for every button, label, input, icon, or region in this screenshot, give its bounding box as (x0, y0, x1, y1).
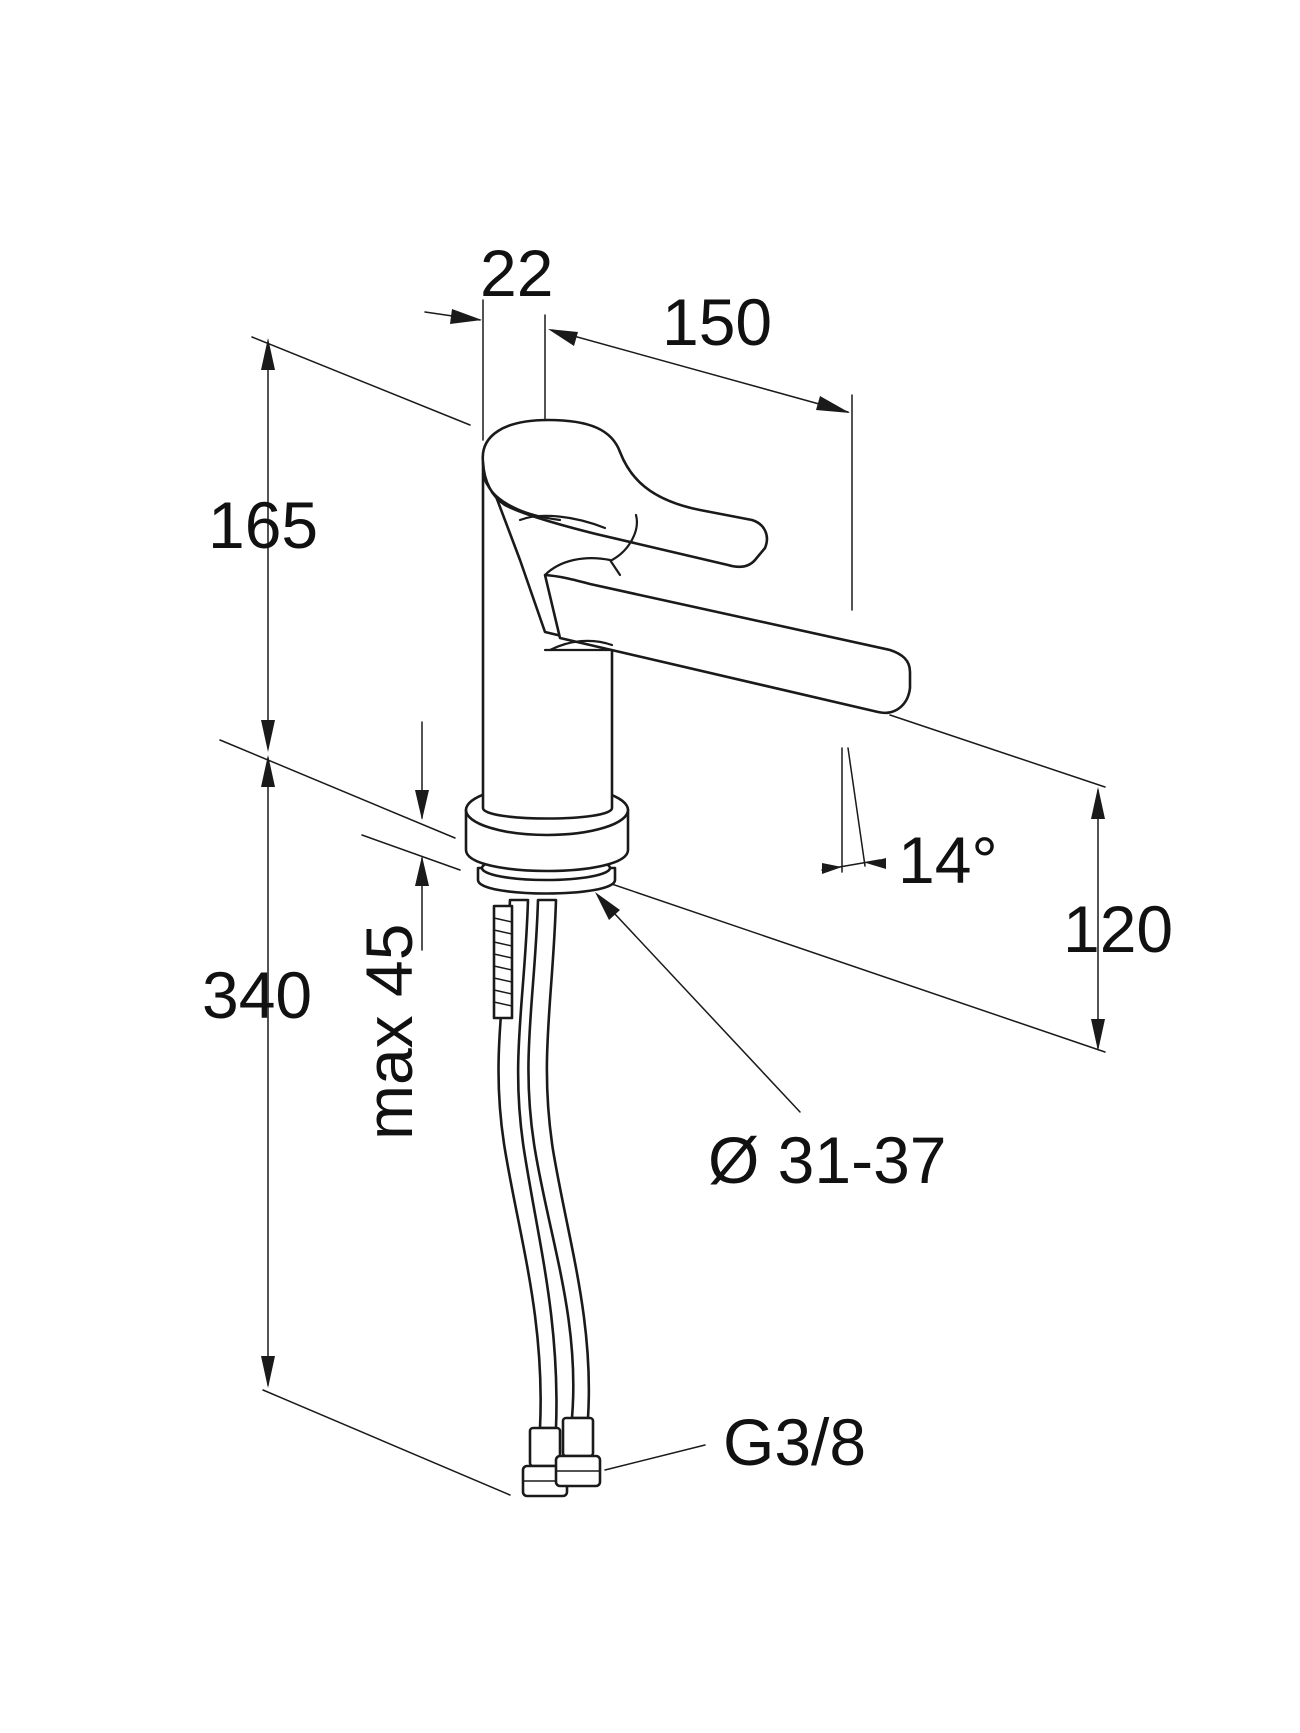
dimension-hole-diameter: Ø 31-37 (708, 1123, 946, 1197)
arrow-icon (261, 755, 275, 787)
arrow-icon (1091, 787, 1105, 819)
dimension-connection-thread: G3/8 (723, 1405, 866, 1479)
arrow-icon (261, 720, 275, 752)
thread-marks (493, 917, 513, 1007)
arrow-icon (450, 309, 482, 324)
arrow-icon (261, 1356, 275, 1388)
flexible-hoses (492, 898, 602, 1498)
dimension-spout-reach: 150 (662, 285, 772, 359)
arrow-icon (816, 396, 850, 413)
dimension-deck-thickness: max 45 (352, 924, 426, 1140)
dimension-spout-height: 120 (1063, 892, 1173, 966)
arrow-icon (548, 329, 578, 346)
dimension-spout-angle: 14° (898, 823, 998, 897)
arrow-icon (822, 863, 842, 874)
dimension-body-width: 22 (480, 236, 553, 310)
extension-lines (219, 299, 1106, 1496)
dimension-lines (261, 309, 1105, 1471)
arrow-icon (415, 790, 429, 820)
faucet-body (464, 418, 912, 895)
dimension-height-above-deck: 165 (208, 488, 318, 562)
arrow-icon (866, 858, 886, 869)
arrow-icon (261, 338, 275, 370)
arrow-icon (595, 892, 620, 920)
arrow-icon (415, 856, 429, 886)
dimension-overall-below-deck: 340 (202, 958, 312, 1032)
arrow-icon (1091, 1019, 1105, 1051)
hose-fitting-right (554, 1416, 602, 1488)
dimension-labels: 22 150 165 340 120 14° Ø 31-37 G3/8 max … (202, 236, 1173, 1479)
